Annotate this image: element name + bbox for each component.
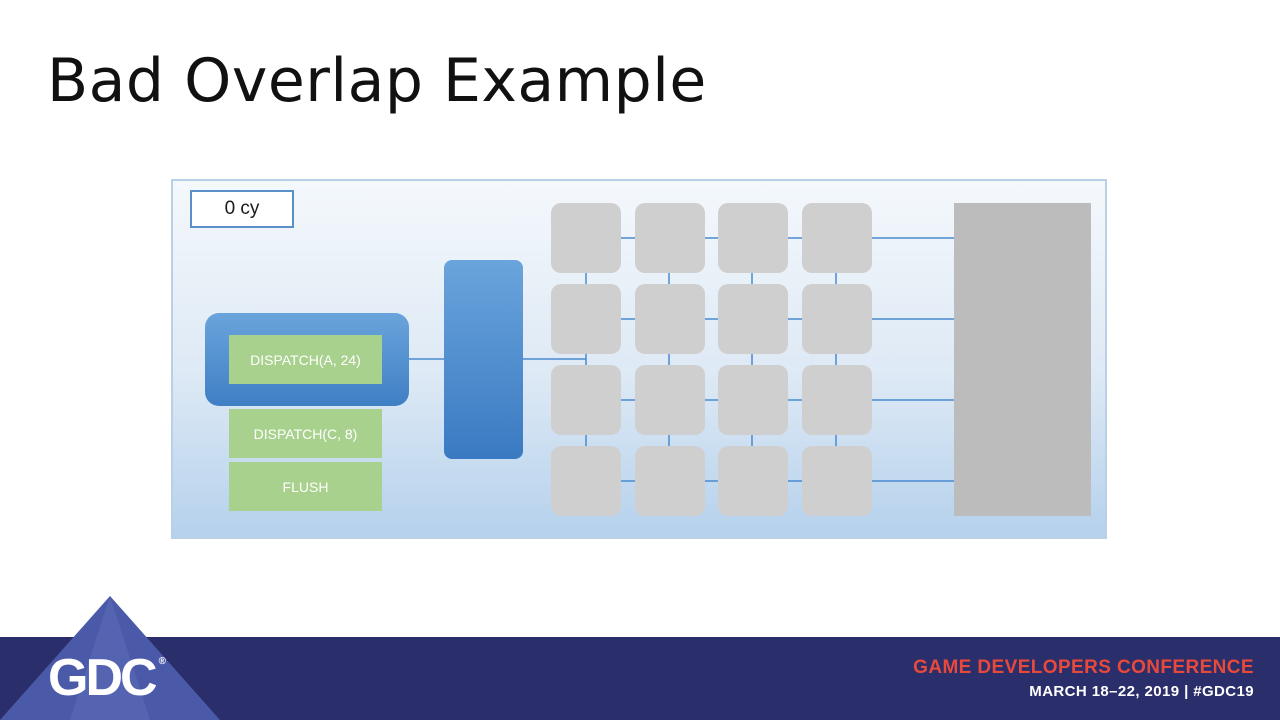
conference-dates: MARCH 18–22, 2019 | #GDC19 <box>1029 683 1254 700</box>
gdc-logo: GDC ® <box>48 648 166 708</box>
compute-unit <box>551 365 621 435</box>
gdc-triangle-mark <box>0 596 220 720</box>
compute-unit <box>551 446 621 516</box>
dispatch-scheduler <box>444 260 523 459</box>
compute-unit <box>718 284 788 354</box>
command-dispatch-c: DISPATCH(C, 8) <box>229 409 382 458</box>
compute-unit <box>634 446 705 516</box>
compute-unit <box>551 203 621 273</box>
compute-unit <box>801 203 872 273</box>
compute-unit <box>801 446 872 516</box>
slide-title: Bad Overlap Example <box>47 46 707 116</box>
gdc-logo-text: GDC <box>48 649 158 707</box>
compute-unit <box>718 203 788 273</box>
registered-mark: ® <box>158 656 166 667</box>
cycle-counter: 0 cy <box>190 190 294 228</box>
compute-unit <box>718 365 788 435</box>
compute-unit <box>634 284 705 354</box>
memory-block <box>954 203 1091 516</box>
compute-unit <box>801 284 872 354</box>
compute-unit <box>634 203 705 273</box>
compute-unit <box>634 365 705 435</box>
compute-unit <box>801 365 872 435</box>
command-dispatch-a: DISPATCH(A, 24) <box>229 335 382 384</box>
compute-unit <box>551 284 621 354</box>
conference-name: GAME DEVELOPERS CONFERENCE <box>913 657 1254 678</box>
compute-unit <box>718 446 788 516</box>
footer-band <box>0 637 1280 720</box>
command-flush: FLUSH <box>229 462 382 511</box>
